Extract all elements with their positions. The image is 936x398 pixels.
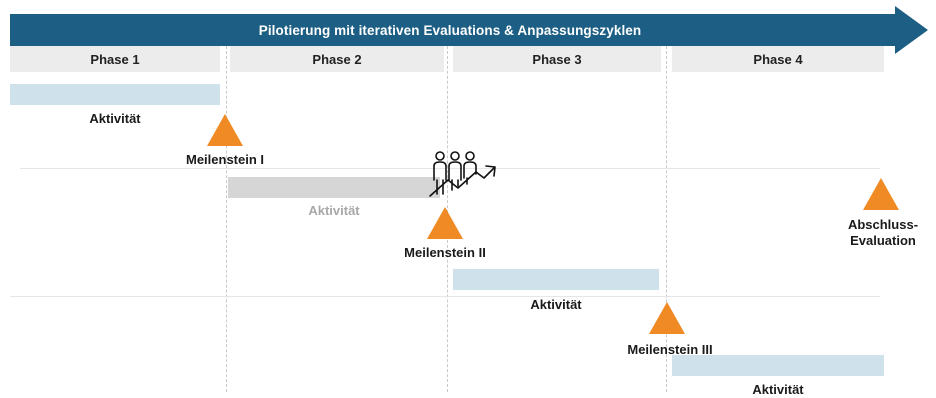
phase-separator <box>666 46 667 392</box>
activity-bar-2 <box>228 177 440 198</box>
row-divider <box>10 296 880 297</box>
milestone-1-triangle <box>207 114 243 146</box>
activity-bar-1 <box>10 84 220 105</box>
milestone-2-label: Meilenstein II <box>404 245 486 260</box>
activity-label-1: Aktivität <box>89 111 141 126</box>
milestone-2-triangle <box>427 207 463 239</box>
activity-label-3: Aktivität <box>530 297 582 312</box>
activity-label-2: Aktivität <box>308 203 360 218</box>
phase-separator <box>226 46 227 392</box>
activity-bar-4 <box>672 355 884 376</box>
row-divider <box>20 168 880 169</box>
milestone-3-label: Meilenstein III <box>627 342 713 357</box>
activity-label-4: Aktivität <box>752 382 804 397</box>
milestone-4-triangle <box>863 178 899 210</box>
phase-1-header: Phase 1 <box>10 46 220 72</box>
people-growth-icon <box>429 151 496 197</box>
milestone-1-label: Meilenstein I <box>185 152 265 167</box>
milestone-4-label: Abschluss-Evaluation <box>847 217 919 248</box>
phase-2-header: Phase 2 <box>230 46 444 72</box>
phase-4-header: Phase 4 <box>672 46 884 72</box>
banner-arrow <box>10 6 928 54</box>
banner-title: Pilotierung mit iterativen Evaluations &… <box>258 22 642 38</box>
milestone-3-triangle <box>649 302 685 334</box>
activity-bar-3 <box>453 269 659 290</box>
phase-3-header: Phase 3 <box>453 46 661 72</box>
